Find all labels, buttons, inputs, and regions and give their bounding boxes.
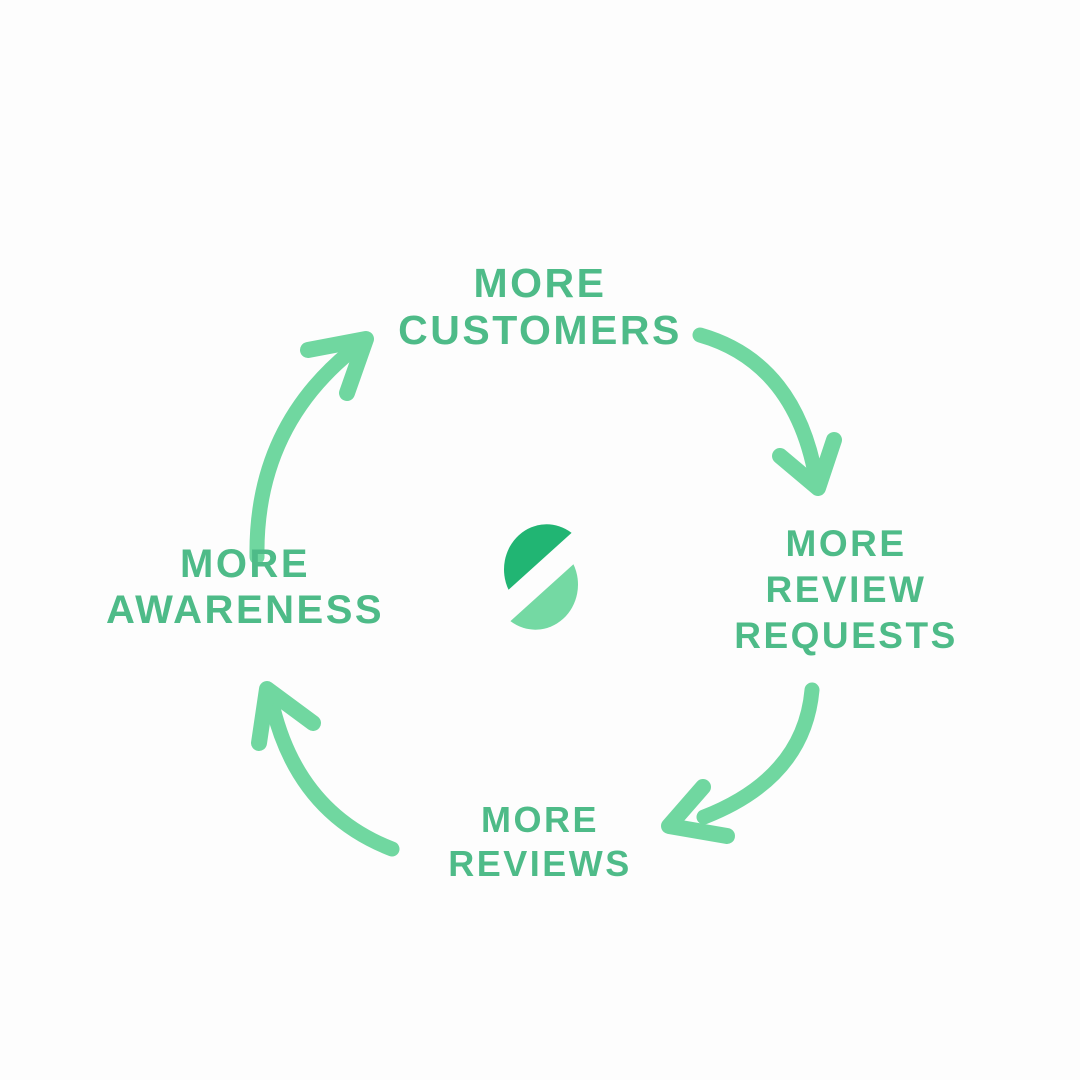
logo-bottom-half-icon <box>510 564 578 630</box>
arrow-curve <box>249 344 358 565</box>
arrow-head-icon <box>251 681 321 751</box>
node-more-awareness: MORE AWARENESS <box>106 541 384 633</box>
arrow-curve <box>696 682 820 825</box>
arrow-review-requests-to-reviews <box>661 682 820 844</box>
node-label-line: MORE <box>481 799 599 840</box>
arrow-reviews-to-awareness <box>251 681 400 857</box>
arrow-head-icon <box>772 432 842 496</box>
node-more-reviews: MORE REVIEWS <box>448 798 632 886</box>
node-label-line: CUSTOMERS <box>398 307 682 353</box>
arrow-head-icon <box>300 331 374 401</box>
logo-top-half-icon <box>504 524 572 590</box>
arrow-customers-to-review-requests <box>692 327 842 496</box>
node-more-review-requests: MORE REVIEW REQUESTS <box>734 521 958 659</box>
arrow-curve <box>265 700 400 857</box>
node-label-line: AWARENESS <box>105 588 385 632</box>
arrow-head-icon <box>661 779 735 844</box>
arrow-awareness-to-customers <box>249 331 374 565</box>
node-label-line: MORE <box>179 542 310 586</box>
node-label-line: MORE <box>473 260 607 306</box>
node-label-line: REQUESTS <box>734 615 958 656</box>
arrow-curve <box>692 327 824 486</box>
node-label-line: REVIEW <box>765 569 927 610</box>
node-more-customers: MORE CUSTOMERS <box>398 260 682 354</box>
node-label-line: MORE <box>785 523 907 564</box>
node-label-line: REVIEWS <box>448 843 632 884</box>
s-mark-logo <box>504 524 578 630</box>
